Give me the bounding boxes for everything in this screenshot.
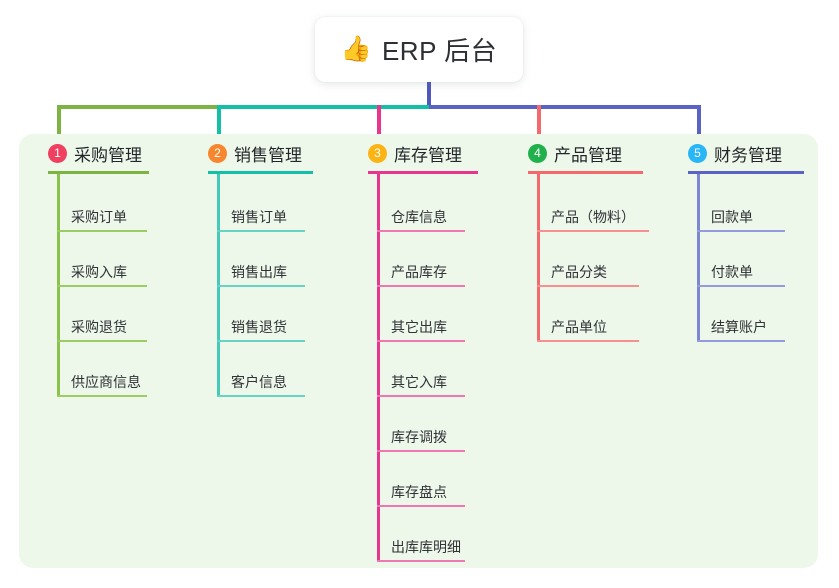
column-header-rule-5 <box>688 171 804 174</box>
list-item[interactable]: 回款单 <box>697 198 785 232</box>
list-item[interactable]: 产品单位 <box>537 308 639 342</box>
root-node-title: ERP 后台 <box>381 36 498 66</box>
root-node[interactable]: 👍 ERP 后台 <box>315 17 523 82</box>
column-header-2[interactable]: 2 销售管理 <box>208 141 302 166</box>
leaf-label: 付款单 <box>711 264 753 280</box>
connector-bar-blue <box>429 105 699 109</box>
column-spine-3 <box>377 174 380 562</box>
list-item[interactable]: 销售出库 <box>217 253 305 287</box>
column-header-rule-3 <box>368 171 478 174</box>
leaf-rule <box>537 230 649 232</box>
column-badge-3: 3 <box>368 144 387 163</box>
list-item[interactable]: 客户信息 <box>217 363 305 397</box>
leaf-rule <box>697 285 785 287</box>
leaf-rule <box>217 395 305 397</box>
leaf-label: 产品库存 <box>391 264 447 280</box>
leaf-label: 销售出库 <box>231 264 287 280</box>
leaf-rule <box>57 285 147 287</box>
connector-bar-green <box>57 105 217 109</box>
leaf-rule <box>377 395 465 397</box>
leaf-label: 仓库信息 <box>391 209 447 225</box>
leaf-label: 库存调拨 <box>391 429 447 445</box>
column-stub-connector-5 <box>697 105 701 147</box>
column-title-4: 产品管理 <box>554 146 622 165</box>
leaf-rule <box>697 230 785 232</box>
column-header-rule-2 <box>208 171 313 174</box>
leaf-label: 采购退货 <box>71 319 127 335</box>
list-item[interactable]: 产品分类 <box>537 253 639 287</box>
list-item[interactable]: 销售退货 <box>217 308 305 342</box>
leaf-label: 产品（物料） <box>551 209 635 225</box>
leaf-label: 其它入库 <box>391 374 447 390</box>
column-title-1: 采购管理 <box>74 146 142 165</box>
column-stub-connector-1 <box>57 105 61 147</box>
column-stub-connector-2 <box>217 105 221 147</box>
leaf-label: 采购订单 <box>71 209 127 225</box>
column-title-3: 库存管理 <box>394 146 462 165</box>
leaf-label: 产品分类 <box>551 264 607 280</box>
leaf-rule <box>377 560 465 562</box>
leaf-rule <box>537 340 639 342</box>
leaf-label: 出库库明细 <box>391 539 461 555</box>
connector-bar-teal <box>217 105 429 109</box>
leaf-rule <box>217 285 305 287</box>
list-item[interactable]: 结算账户 <box>697 308 785 342</box>
leaf-rule <box>217 230 305 232</box>
column-stub-connector-4 <box>537 105 541 147</box>
column-header-4[interactable]: 4 产品管理 <box>528 141 622 166</box>
leaf-label: 其它出库 <box>391 319 447 335</box>
column-spine-5 <box>697 174 700 342</box>
list-item[interactable]: 其它入库 <box>377 363 465 397</box>
leaf-rule <box>537 285 639 287</box>
leaf-label: 产品单位 <box>551 319 607 335</box>
column-badge-5: 5 <box>688 144 707 163</box>
list-item[interactable]: 产品（物料） <box>537 198 649 232</box>
list-item[interactable]: 销售订单 <box>217 198 305 232</box>
column-header-rule-4 <box>528 171 643 174</box>
leaf-rule <box>377 230 465 232</box>
list-item[interactable]: 库存调拨 <box>377 418 465 452</box>
leaf-label: 销售退货 <box>231 319 287 335</box>
list-item[interactable]: 库存盘点 <box>377 473 465 507</box>
root-trunk-connector <box>427 82 431 109</box>
thumbs-up-icon: 👍 <box>340 35 372 63</box>
leaf-rule <box>57 340 147 342</box>
leaf-rule <box>697 340 785 342</box>
list-item[interactable]: 出库库明细 <box>377 528 465 562</box>
leaf-label: 销售订单 <box>231 209 287 225</box>
list-item[interactable]: 产品库存 <box>377 253 465 287</box>
column-header-rule-1 <box>48 171 149 174</box>
leaf-label: 回款单 <box>711 209 753 225</box>
column-badge-1: 1 <box>48 144 67 163</box>
column-badge-4: 4 <box>528 144 547 163</box>
column-header-3[interactable]: 3 库存管理 <box>368 141 462 166</box>
column-title-5: 财务管理 <box>714 146 782 165</box>
list-item[interactable]: 采购入库 <box>57 253 147 287</box>
branch-panel: 1 采购管理采购订单采购入库采购退货供应商信息 2 销售管理销售订单销售出库销售退货客… <box>19 134 818 568</box>
column-title-2: 销售管理 <box>234 146 302 165</box>
list-item[interactable]: 采购退货 <box>57 308 147 342</box>
list-item[interactable]: 其它出库 <box>377 308 465 342</box>
leaf-label: 库存盘点 <box>391 484 447 500</box>
leaf-rule <box>217 340 305 342</box>
leaf-rule <box>57 230 147 232</box>
leaf-rule <box>377 340 465 342</box>
leaf-rule <box>377 505 465 507</box>
column-stub-connector-3 <box>377 105 381 147</box>
column-spine-4 <box>537 174 540 342</box>
list-item[interactable]: 采购订单 <box>57 198 147 232</box>
column-header-5[interactable]: 5 财务管理 <box>688 141 782 166</box>
leaf-label: 客户信息 <box>231 374 287 390</box>
list-item[interactable]: 付款单 <box>697 253 785 287</box>
leaf-label: 结算账户 <box>711 319 767 335</box>
column-badge-2: 2 <box>208 144 227 163</box>
list-item[interactable]: 供应商信息 <box>57 363 147 397</box>
leaf-rule <box>377 450 465 452</box>
leaf-label: 供应商信息 <box>71 374 141 390</box>
leaf-rule <box>377 285 465 287</box>
list-item[interactable]: 仓库信息 <box>377 198 465 232</box>
leaf-label: 采购入库 <box>71 264 127 280</box>
column-header-1[interactable]: 1 采购管理 <box>48 141 142 166</box>
leaf-rule <box>57 395 147 397</box>
